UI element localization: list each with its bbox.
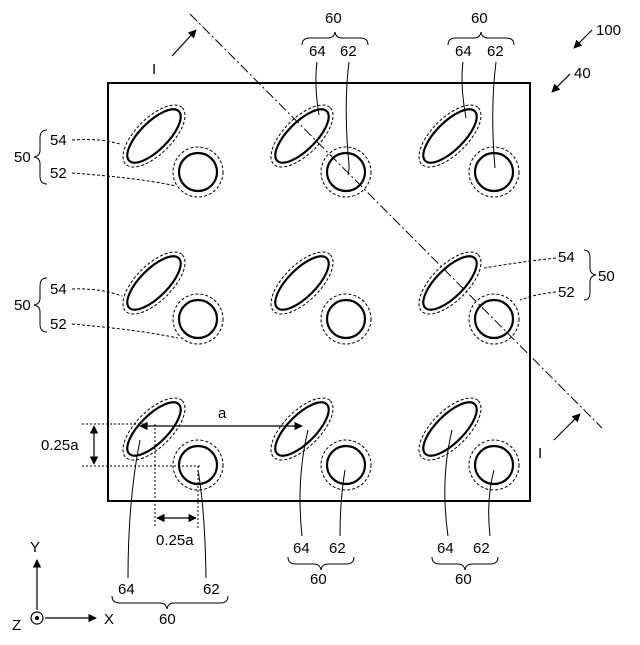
ellipse-outline-r2c1 — [113, 242, 195, 324]
label-50-right: 50 — [598, 268, 615, 285]
label-62-top-center: 62 — [340, 43, 357, 60]
section-arrow-bottom — [554, 414, 580, 440]
label-50-row2: 50 — [14, 297, 31, 314]
label-64-bottom-center: 64 — [293, 540, 310, 557]
label-40: 40 — [574, 65, 591, 82]
ellipse-r2c2 — [267, 248, 336, 317]
dim-label-x: 0.25a — [156, 532, 194, 549]
ellipse-r3c3 — [415, 394, 484, 463]
ref-40-arrow — [552, 74, 570, 92]
ref-100-arrow — [574, 30, 592, 48]
circle-r3c3 — [475, 446, 513, 484]
ellipse-outline-r1c3 — [409, 95, 491, 177]
ellipse-r1c1 — [119, 101, 188, 170]
leader-62-bottom-left — [198, 470, 206, 578]
label-60-top-right: 60 — [471, 10, 488, 27]
ellipse-r1c3 — [415, 101, 484, 170]
circle-r2c3 — [475, 300, 513, 338]
label-62-bottom-left: 62 — [203, 581, 220, 598]
ellipse-outline-r2c2 — [261, 242, 343, 324]
leader-54-row1 — [72, 140, 120, 145]
circle-r1c1 — [179, 153, 217, 191]
axis-x-label: X — [104, 611, 114, 628]
circle-r1c2 — [327, 153, 365, 191]
ellipse-outline-r1c2 — [261, 95, 343, 177]
ellipse-r3c1 — [119, 394, 188, 463]
leader-52-right — [520, 292, 556, 300]
axis-z-label: Z — [12, 617, 21, 634]
label-60-bottom-center: 60 — [310, 571, 327, 588]
axis-y-label: Y — [30, 539, 40, 556]
leader-64-top-center — [316, 62, 319, 115]
label-62-bottom-center: 62 — [329, 540, 346, 557]
leader-54-row2 — [72, 289, 122, 296]
label-64-top-right: 64 — [455, 43, 472, 60]
circle-r2c1 — [179, 300, 217, 338]
axis-z-dot — [35, 616, 39, 620]
label-60-top-center: 60 — [325, 10, 342, 27]
leader-62-top-center — [346, 62, 349, 175]
ellipse-r2c3 — [415, 248, 484, 317]
leader-64-bottom-left — [128, 440, 140, 578]
ellipse-r3c2 — [267, 394, 336, 463]
label-62-top-right: 62 — [487, 43, 504, 60]
leader-62-bottom-center — [340, 470, 345, 536]
circle-outline-r2c2 — [321, 294, 371, 344]
label-64-bottom-right: 64 — [437, 540, 454, 557]
dim-label-y: 0.25a — [41, 437, 79, 454]
leader-54-right — [484, 258, 556, 268]
ellipse-outline-r2c3 — [409, 242, 491, 324]
circle-outline-r2c1 — [173, 294, 223, 344]
section-line — [190, 14, 602, 428]
circle-outline-r1c2 — [321, 147, 371, 197]
brace-left-row1 — [34, 130, 47, 184]
circle-r2c2 — [327, 300, 365, 338]
ellipse-outline-r3c3 — [409, 388, 491, 470]
ellipse-outline-r1c1 — [113, 95, 195, 177]
label-60-bottom-left: 60 — [159, 611, 176, 628]
circle-outline-r3c3 — [469, 440, 519, 490]
label-64-bottom-left: 64 — [118, 581, 135, 598]
section-arrow-top — [172, 30, 196, 56]
ellipse-outline-r3c1 — [113, 388, 195, 470]
label-64-top-center: 64 — [309, 43, 326, 60]
leader-52-row1 — [72, 173, 176, 186]
circle-r3c2 — [327, 446, 365, 484]
leader-62-bottom-right — [489, 470, 494, 536]
ellipse-r2c1 — [119, 248, 188, 317]
section-label-bottom: I — [538, 445, 542, 462]
label-54-row2: 54 — [50, 281, 67, 298]
leader-52-row2 — [72, 324, 178, 338]
label-52-row2: 52 — [50, 316, 67, 333]
label-54-right: 54 — [558, 249, 575, 266]
pattern-units — [113, 95, 519, 490]
brace-left-row2 — [34, 278, 47, 332]
circle-outline-r1c1 — [173, 147, 223, 197]
label-62-bottom-right: 62 — [473, 540, 490, 557]
ellipse-outline-r3c2 — [261, 388, 343, 470]
brace-right — [584, 250, 596, 300]
label-50-row1: 50 — [14, 149, 31, 166]
label-52-row1: 52 — [50, 165, 67, 182]
circle-outline-r3c2 — [321, 440, 371, 490]
label-52-right: 52 — [558, 284, 575, 301]
section-label-top: I — [152, 61, 156, 78]
ellipse-r1c2 — [267, 101, 336, 170]
brace-bottom-right — [432, 557, 498, 570]
dim-label-pitch: a — [218, 405, 227, 422]
brace-bottom-center — [288, 557, 354, 570]
label-54-row1: 54 — [50, 132, 67, 149]
label-60-bottom-right: 60 — [455, 571, 472, 588]
label-100: 100 — [596, 22, 621, 39]
